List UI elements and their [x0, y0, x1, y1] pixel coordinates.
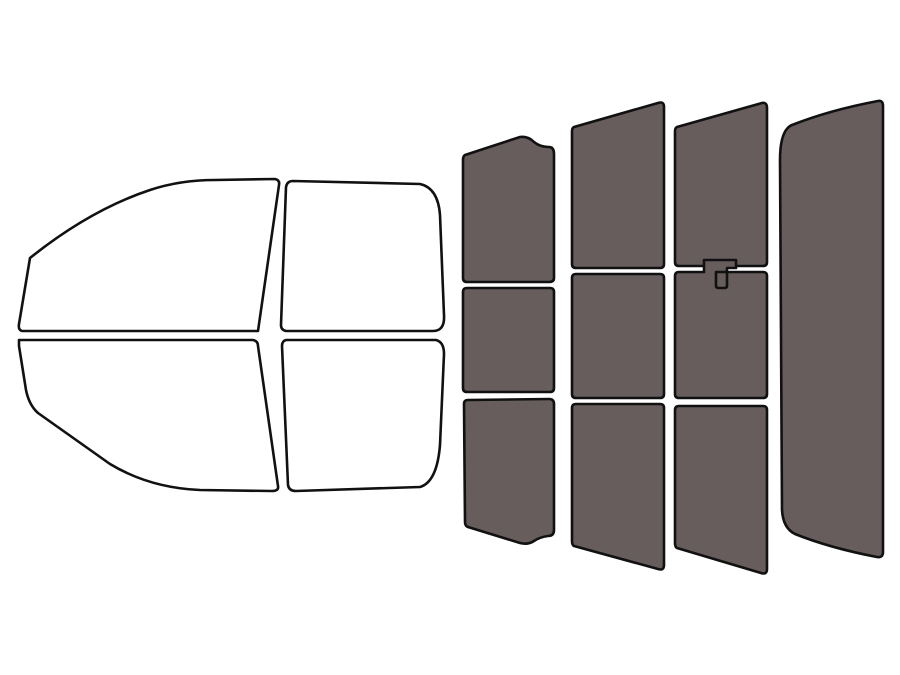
- rear-quarter-2-upper-pane[interactable]: [673, 101, 769, 268]
- rear-quarter-1-lower-pane[interactable]: [570, 402, 666, 571]
- front-windshield-lower-pane[interactable]: [17, 338, 280, 493]
- rear-door-middle-pane[interactable]: [461, 286, 556, 394]
- rear-quarter-2-middle-pane[interactable]: [673, 258, 769, 400]
- rear-quarter-2-lower-pane[interactable]: [673, 404, 769, 575]
- rear-quarter-1-middle-pane[interactable]: [570, 272, 666, 400]
- front-door-lower-pane[interactable]: [280, 338, 446, 493]
- rear-quarter-1-upper-pane[interactable]: [570, 101, 666, 270]
- front-door-upper-pane[interactable]: [279, 179, 446, 333]
- front-windshield-upper-pane[interactable]: [17, 177, 281, 333]
- rear-door-lower-pane[interactable]: [462, 397, 556, 545]
- rear-door-upper-pane[interactable]: [461, 135, 556, 284]
- rear-windshield-pane[interactable]: [778, 99, 885, 559]
